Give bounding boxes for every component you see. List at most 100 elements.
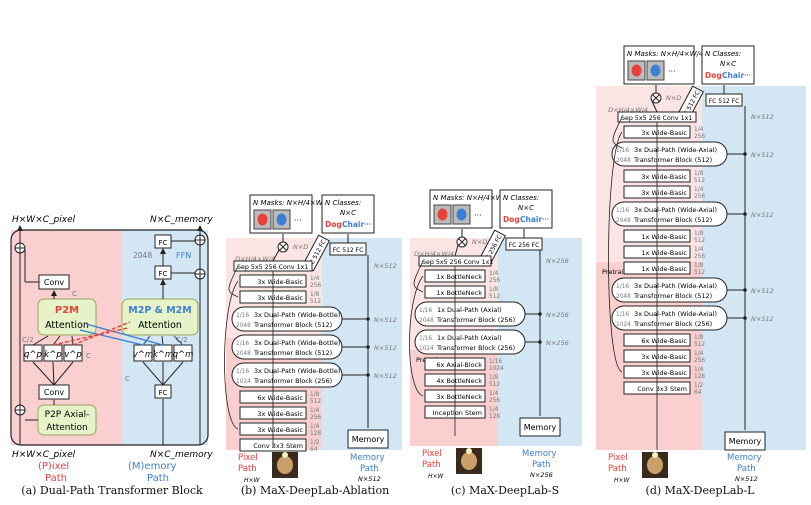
- memory-path-label-2: Path: [147, 473, 169, 484]
- panel_d-fc-dim: N×512: [751, 113, 774, 121]
- panel_b-classes-label: N Classes:: [325, 199, 361, 207]
- panel_c-mask-blob-1: [456, 208, 467, 221]
- panel_d-row-frac-12: 1/4: [694, 367, 704, 373]
- p2m-attention-box: [37, 298, 97, 336]
- m2p-m2m-attention-box: [121, 298, 199, 336]
- panel_c-dh-label: D×H/4×W/4: [414, 250, 454, 258]
- dim-bottom-right: N×C_memory: [150, 450, 213, 460]
- panel_b-dh-label: D×H/4×W/4: [235, 255, 275, 263]
- panel_d-row-frac-3: 1/4: [694, 187, 704, 193]
- panel_b-row-ch-3: 2048: [236, 351, 251, 357]
- panel_b-pixel-path-2: Path: [238, 464, 257, 474]
- panel_c-skip-arc-1: [409, 275, 424, 397]
- panel_d-mask-dots: ···: [668, 67, 676, 76]
- panel_c-row-ch-2: 2048: [419, 318, 434, 324]
- panel_b-row-label-2: 3x Dual-Path (Wide-Bottle): [254, 311, 340, 319]
- panel_b-row-frac-4: 1/16: [236, 369, 249, 375]
- panel_b-row-label-0: 3x Wide-Basic: [257, 278, 303, 286]
- panel_d-row-side-4: N×512: [751, 211, 774, 219]
- panel_d-row-ch-1: 2048: [616, 158, 631, 164]
- panel_b-row-ch-7: 128: [310, 431, 321, 437]
- panel_c-row-label-4: 6x Axial-Block: [436, 361, 482, 369]
- panel_c-row-label-0: 1x BottleNeck: [436, 273, 482, 281]
- panel_d-row-ch-11: 256: [694, 358, 705, 364]
- panel_c-classes-label: N Classes:: [503, 194, 539, 202]
- panel_c-mask-blob-0: [437, 208, 448, 221]
- panel_d-pretrain-label: Pretrain: [602, 268, 627, 276]
- panel_d-row-ch-10: 512: [694, 342, 705, 348]
- panel_c-dog-label: Dog: [503, 215, 520, 224]
- panel_d-nd-label: N×D: [666, 94, 681, 102]
- panel_d-memory-dim: N×512: [735, 475, 758, 483]
- panel_c-row-label-3: 1x Dual-Path (Axial): [437, 334, 502, 342]
- panel_b-classes-dots: ···: [364, 220, 371, 229]
- panel_b-multiply-cross: [279, 243, 287, 251]
- panel_b-memory-dim: N×512: [358, 475, 381, 483]
- conv-mid-label: Conv: [44, 388, 65, 397]
- panel_c-row-label-7: Inception Stem: [433, 409, 482, 417]
- panel_b-row-label2-3: Transformer Block (512): [253, 349, 332, 357]
- panel_d-input-light: [652, 452, 658, 458]
- panel_d-row-label2-8: Transformer Block (512): [633, 292, 712, 300]
- panel_c-memory-path-2: Path: [532, 460, 551, 470]
- panel_d-classes-dots: ···: [744, 71, 751, 80]
- qp-label: q^p: [24, 350, 42, 360]
- panel_d-row-label2-1: Transformer Block (512): [633, 156, 712, 164]
- panel_d-row-label-12: 3x Wide-Basic: [641, 369, 687, 377]
- conv-top-label: Conv: [44, 278, 65, 287]
- panel_d-row-label-7: 1x Wide-Basic: [641, 265, 687, 273]
- memory-path-label-1: (M)emory: [128, 461, 177, 472]
- panel_b-row-label-5: 6x Wide-Basic: [257, 394, 303, 402]
- panel_b-row-label-4: 3x Dual-Path (Wide-Bottle): [254, 367, 340, 375]
- pixel-path-label-1: (P)ixel: [38, 461, 69, 472]
- panel_d-row-ch-13: 64: [694, 390, 702, 396]
- panel_d-row-frac-7: 1/8: [694, 263, 704, 269]
- panel_c-mask-dots: ···: [474, 211, 482, 220]
- panel_d-row-frac-13: 1/2: [694, 383, 704, 389]
- panel_d-masks-label: N Masks: N×H/4×W/4: [627, 50, 704, 58]
- panel_c-classes-dots: ···: [542, 215, 549, 224]
- panel_b-classes-box: [321, 194, 375, 234]
- panel_b-skip-arc-1: [224, 280, 239, 430]
- panel_b-sep-to-mult: [272, 249, 280, 262]
- panel_b-row-frac-8: 1/2: [310, 440, 320, 446]
- panel_d-row-ch-2: 512: [694, 178, 705, 184]
- panel_d-row-label-9: 3x Dual-Path (Wide-Axial): [634, 310, 717, 318]
- panel_b-fc-dim: N×512: [374, 262, 397, 270]
- panel_c-row-ch-3: 1024: [419, 346, 434, 352]
- panel_c-row-frac-6: 1/4: [489, 391, 499, 397]
- panel_b-row-frac-0: 1/4: [310, 276, 320, 282]
- panel_d-row-frac-8: 1/16: [616, 284, 629, 290]
- panel_d-row-ch-8: 2048: [616, 294, 631, 300]
- dim-2048: 2048: [133, 251, 152, 260]
- panel_c-sep-to-mult: [454, 244, 459, 257]
- caption-d: (d) MaX-DeepLab-L: [645, 484, 755, 497]
- panel_c-sep-conv-label: Sep 5x5 256 Conv 1x1: [422, 259, 493, 266]
- panel_d-multiply-cross: [652, 94, 660, 102]
- caption-a: (a) Dual-Path Transformer Block: [21, 484, 203, 497]
- panel_d-pixel-path-1: Pixel: [608, 453, 628, 463]
- panel_c-row-frac-0: 1/4: [489, 271, 499, 277]
- fc-label-1: FC: [159, 239, 168, 247]
- p2p-sub: Attention: [46, 423, 88, 433]
- panel_b-row-label-1: 3x Wide-Basic: [257, 294, 303, 302]
- panel_b-pixel-path-1: Pixel: [238, 453, 258, 463]
- ffn-label: FFN: [176, 251, 191, 260]
- panel_b-classes-dim: N×C: [340, 209, 356, 217]
- panel_d-row-frac-1: 1/16: [616, 148, 629, 154]
- panel_d-row-label-11: 3x Wide-Basic: [641, 353, 687, 361]
- panel_b-row-frac-5: 1/8: [310, 392, 320, 398]
- panel_b-row-side-2: N×512: [374, 316, 397, 324]
- panel_b-row-ch-4: 1024: [236, 379, 251, 385]
- panel_d-row-ch-12: 128: [694, 374, 705, 380]
- panel_b-row-label-6: 3x Wide-Basic: [257, 410, 303, 418]
- panel_c-row-ch-4: 1024: [489, 366, 504, 372]
- pixel-path-label-2: Path: [45, 473, 67, 484]
- panel_d-row-ch-0: 256: [694, 134, 705, 140]
- p2m-title: P2M: [55, 305, 79, 316]
- panel_d-classes-box: [701, 45, 755, 85]
- panel_b-dog-label: Dog: [325, 220, 342, 229]
